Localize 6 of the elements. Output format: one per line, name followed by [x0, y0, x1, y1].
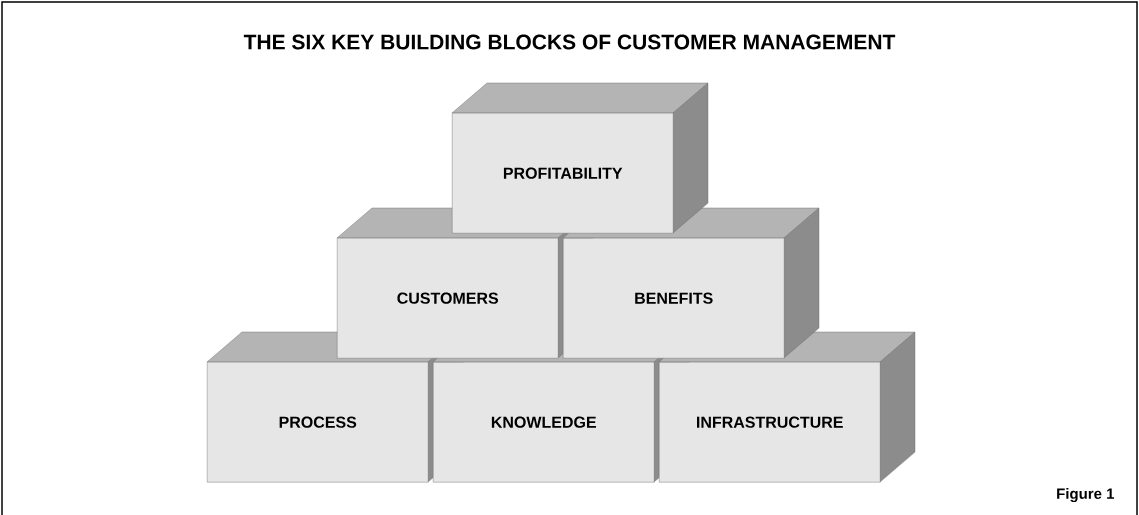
figure-label: Figure 1 — [1057, 488, 1115, 503]
title: THE SIX KEY BUILDING BLOCKS OF CUSTOMER MANAGEMENT — [243, 34, 896, 50]
block-cube: KNOWLEDGE — [432, 331, 690, 483]
block-cube: INFRASTRUCTURE — [658, 331, 916, 483]
block-cube: PROFITABILITY — [451, 82, 709, 234]
block-cube: BENEFITS — [562, 207, 820, 359]
